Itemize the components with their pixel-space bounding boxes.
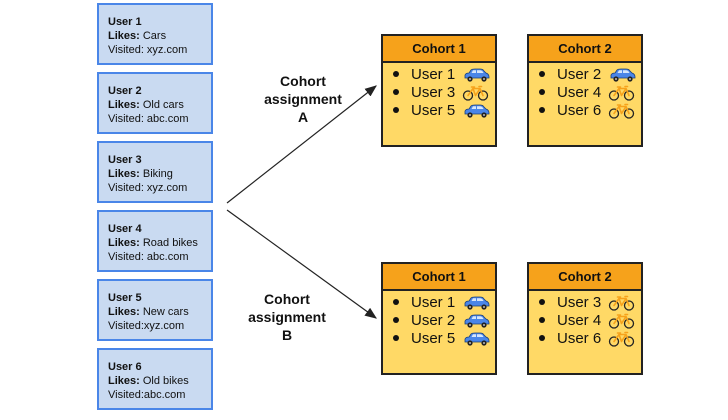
user-card: User 4 Likes: Road bikes Visited: abc.co… <box>97 210 213 272</box>
bike-icon <box>608 85 635 101</box>
assignment-b-label: Cohort assignment B <box>248 291 326 343</box>
likes-label: Likes: <box>108 168 140 180</box>
cohort-box: Cohort 2 User 3 User 4 User 6 <box>527 262 643 375</box>
list-item: User 1 <box>393 294 495 312</box>
list-item: User 3 <box>539 294 641 312</box>
likes-label: Likes: <box>108 99 140 111</box>
likes-label: Likes: <box>108 306 140 318</box>
cohort-title: Cohort 1 <box>383 264 495 291</box>
car-icon <box>464 104 490 118</box>
car-icon <box>464 296 490 310</box>
list-item: User 1 <box>393 66 495 84</box>
cohort-box: Cohort 1 User 1 User 3 User 5 <box>381 34 497 147</box>
list-item: User 5 <box>393 330 495 348</box>
user-name: User 4 <box>108 223 142 235</box>
likes-label: Likes: <box>108 237 140 249</box>
likes-value: Biking <box>142 168 173 180</box>
user-name: User 3 <box>108 154 142 166</box>
visited-text: Visited: xyz.com <box>108 182 188 194</box>
user-card: User 1 Likes: Cars Visited: xyz.com <box>97 3 213 65</box>
user-card: User 5 Likes: New cars Visited:xyz.com <box>97 279 213 341</box>
bike-icon <box>462 85 489 101</box>
likes-label: Likes: <box>108 30 140 42</box>
likes-value: Cars <box>142 30 167 42</box>
likes-value: Old bikes <box>142 375 189 387</box>
list-item: User 2 <box>393 312 495 330</box>
arrow-to-assignment-b <box>226 209 377 319</box>
likes-label: Likes: <box>108 375 140 387</box>
likes-value: Old cars <box>142 99 184 111</box>
cohort-title: Cohort 1 <box>383 36 495 63</box>
list-item: User 3 <box>393 84 495 102</box>
list-item: User 2 <box>539 66 641 84</box>
user-card: User 6 Likes: Old bikes Visited:abc.com <box>97 348 213 410</box>
likes-value: New cars <box>142 306 189 318</box>
bike-icon <box>608 313 635 329</box>
car-icon <box>464 332 490 346</box>
user-name: User 1 <box>108 16 142 28</box>
cohort-title: Cohort 2 <box>529 36 641 63</box>
bike-icon <box>608 103 635 119</box>
assignment-a-label: Cohort assignment A <box>264 73 342 125</box>
likes-value: Road bikes <box>142 237 198 249</box>
user-card: User 3 Likes: Biking Visited: xyz.com <box>97 141 213 203</box>
user-card: User 2 Likes: Old cars Visited: abc.com <box>97 72 213 134</box>
cohort-box: Cohort 1 User 1 User 2 User 5 <box>381 262 497 375</box>
user-name: User 6 <box>108 361 142 373</box>
visited-text: Visited: abc.com <box>108 113 189 125</box>
cohort-box: Cohort 2 User 2 User 4 User 6 <box>527 34 643 147</box>
list-item: User 6 <box>539 102 641 120</box>
list-item: User 4 <box>539 312 641 330</box>
visited-text: Visited: xyz.com <box>108 44 188 56</box>
list-item: User 4 <box>539 84 641 102</box>
arrow-to-assignment-a <box>226 85 377 204</box>
bike-icon <box>608 331 635 347</box>
car-icon <box>610 68 636 82</box>
visited-text: Visited: abc.com <box>108 251 189 263</box>
bike-icon <box>608 295 635 311</box>
user-name: User 2 <box>108 85 142 97</box>
list-item: User 5 <box>393 102 495 120</box>
user-name: User 5 <box>108 292 142 304</box>
list-item: User 6 <box>539 330 641 348</box>
visited-text: Visited:xyz.com <box>108 320 185 332</box>
car-icon <box>464 68 490 82</box>
car-icon <box>464 314 490 328</box>
cohort-title: Cohort 2 <box>529 264 641 291</box>
visited-text: Visited:abc.com <box>108 389 186 401</box>
